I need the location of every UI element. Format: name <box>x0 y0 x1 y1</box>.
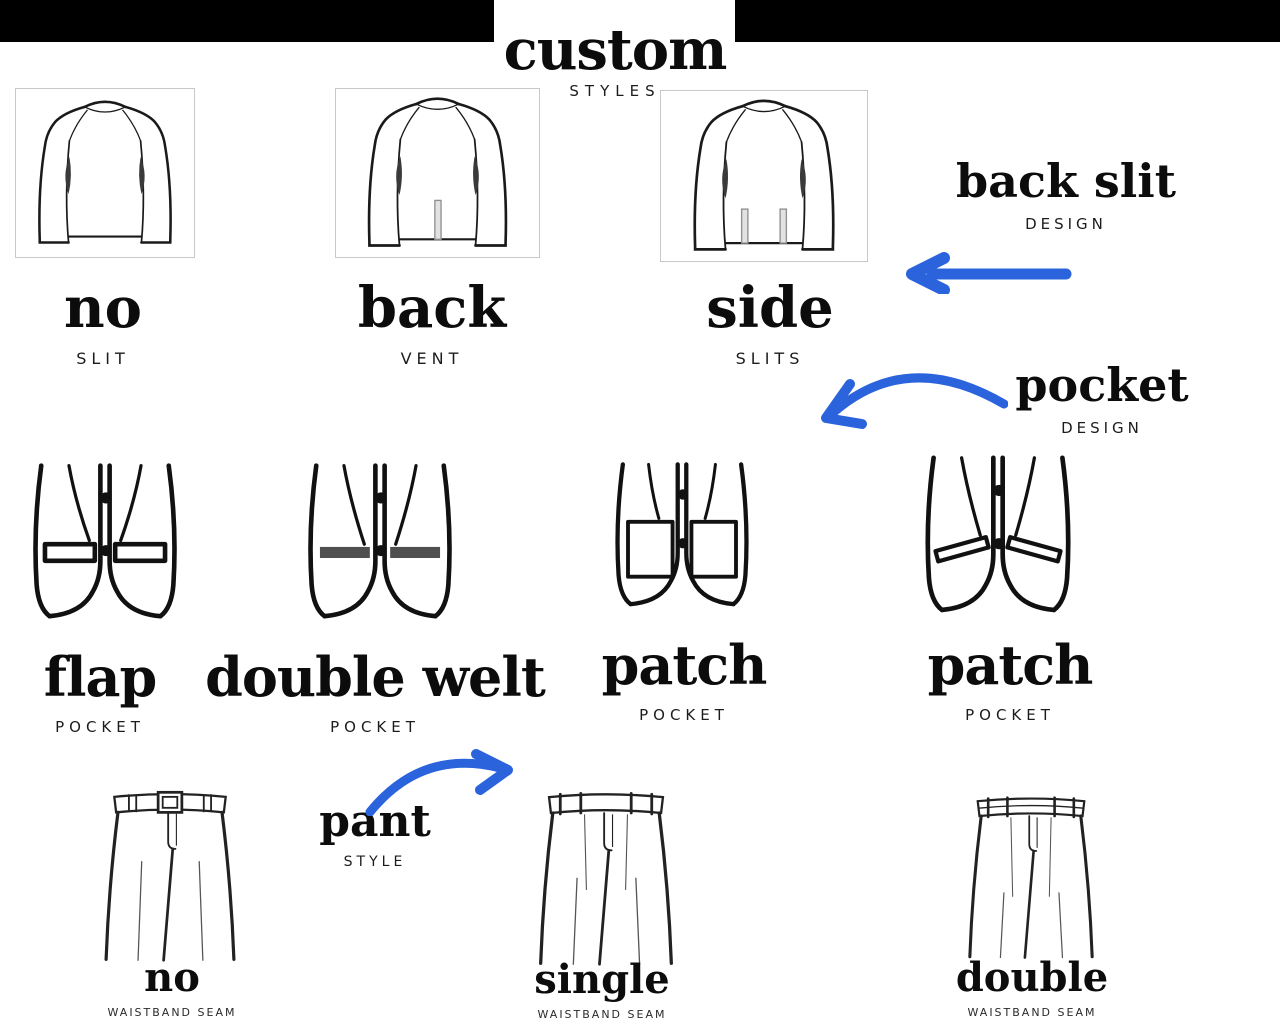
jacket-back-no-slit-icon <box>38 100 172 244</box>
back-slit-callout: back slit DESIGN <box>916 158 1216 233</box>
double-welt-pocket-icon <box>308 463 452 619</box>
jacket-front-slanted-pocket-illustration <box>900 453 1096 625</box>
pant-label: double <box>955 954 1109 1001</box>
page-title: custom <box>503 17 728 83</box>
slit-sublabel: SLITS <box>735 349 805 368</box>
arrow-curved-up-right-icon <box>360 748 520 816</box>
pant-label: single <box>534 956 670 1003</box>
pocket-label: patch <box>601 633 768 697</box>
callout-subtitle: DESIGN <box>1061 419 1143 437</box>
pocket-callout: pocket DESIGN <box>952 362 1252 437</box>
slit-label: no <box>63 275 143 341</box>
pant-style-label-no: no WAISTBAND SEAM <box>52 954 292 1020</box>
slit-sublabel: VENT <box>400 349 464 368</box>
pant-sublabel: WAISTBAND SEAM <box>967 1006 1097 1019</box>
pant-single-seam-illustration <box>516 785 696 967</box>
slit-style-label-side: side SLITS <box>680 280 860 368</box>
jacket-front-flap-pocket-illustration <box>8 460 202 632</box>
pant-belt-icon <box>104 790 236 962</box>
jacket-back-no-slit-illustration <box>15 88 195 258</box>
slit-label: side <box>706 275 834 341</box>
slit-style-label-back: back VENT <box>342 280 522 368</box>
callout-subtitle: DESIGN <box>1025 215 1107 233</box>
pocket-style-label-flap: flap POCKET <box>0 650 230 736</box>
pant-double-seam-illustration <box>948 783 1114 967</box>
arrow-left-icon <box>898 252 1074 294</box>
callout-title: back slit <box>956 154 1176 208</box>
pant-callout: pant STYLE <box>285 800 465 871</box>
slit-label: back <box>357 275 507 341</box>
slit-style-label-no: no SLIT <box>13 280 193 368</box>
callout-subtitle: STYLE <box>343 854 407 870</box>
pocket-style-label-double-welt: double welt POCKET <box>205 645 546 736</box>
pant-no-seam-illustration <box>82 785 258 963</box>
pant-single-seam-icon <box>539 792 673 966</box>
pocket-label: double welt <box>205 645 546 709</box>
callout-title: pocket <box>1015 358 1189 412</box>
jacket-back-side-slits-illustration <box>660 90 868 262</box>
pocket-sublabel: POCKET <box>639 706 729 724</box>
jacket-back-center-vent-illustration <box>335 88 540 258</box>
jacket-back-side-slits-icon <box>693 99 835 251</box>
pant-sublabel: WAISTBAND SEAM <box>107 1006 237 1019</box>
pocket-label: flap <box>43 645 157 709</box>
pant-style-label-single: single WAISTBAND SEAM <box>482 956 722 1022</box>
jacket-front-patch-pocket-illustration <box>592 453 772 625</box>
pant-style-label-double: double WAISTBAND SEAM <box>912 954 1152 1020</box>
arrow-curved-down-left-icon <box>808 360 1008 438</box>
page-subtitle: STYLES <box>569 82 661 100</box>
pocket-style-label-patch-2: patch POCKET <box>880 638 1140 724</box>
pocket-sublabel: POCKET <box>330 718 420 736</box>
header-left-bar <box>0 0 494 42</box>
pant-sublabel: WAISTBAND SEAM <box>537 1008 667 1021</box>
pocket-sublabel: POCKET <box>965 706 1055 724</box>
jacket-front-double-welt-pocket-illustration <box>283 460 477 632</box>
pocket-style-label-patch-1: patch POCKET <box>554 638 814 724</box>
patch-pocket-icon <box>615 462 749 607</box>
slit-sublabel: SLIT <box>76 349 130 368</box>
pant-double-seam-icon <box>968 796 1094 959</box>
pant-label: no <box>144 954 200 1001</box>
slanted-welt-pocket-icon <box>925 455 1071 613</box>
pocket-label: patch <box>927 633 1094 697</box>
flap-pocket-icon <box>33 463 177 619</box>
jacket-back-center-vent-icon <box>367 97 508 247</box>
pocket-sublabel: POCKET <box>55 718 145 736</box>
header-right-bar <box>735 0 1280 42</box>
